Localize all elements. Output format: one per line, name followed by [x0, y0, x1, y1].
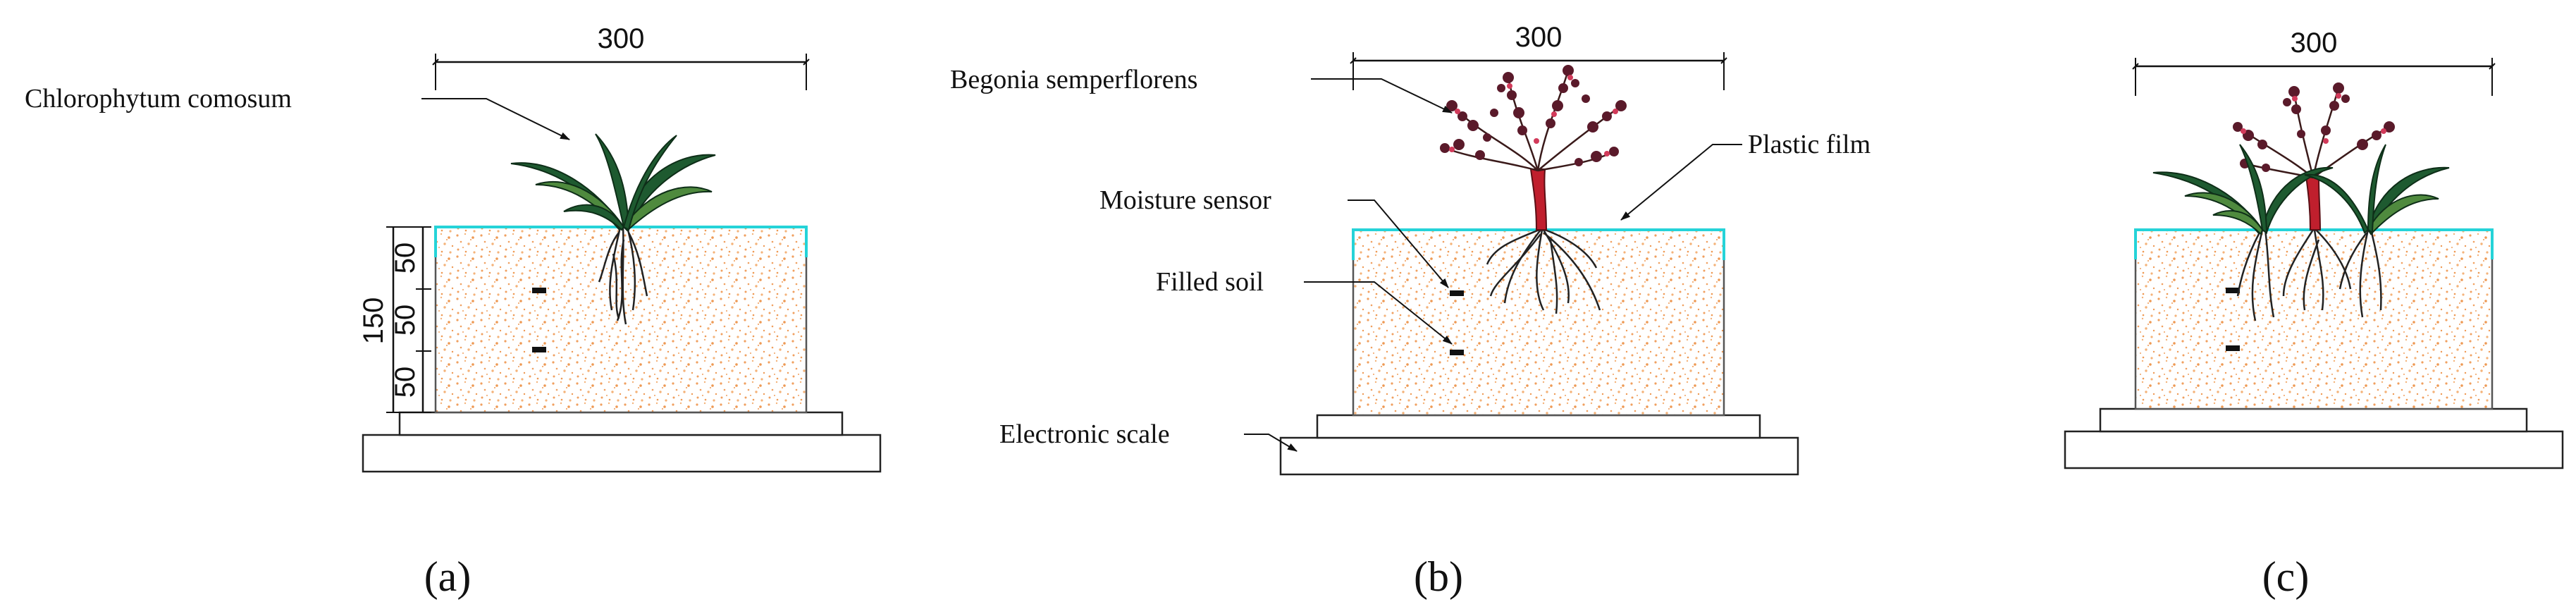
moisture-sensor-c1 — [2226, 288, 2240, 293]
roots-a — [598, 226, 648, 325]
begonia-branches-c — [2237, 87, 2390, 179]
begonia-blossoms-b — [1449, 75, 1618, 156]
electronic-scale-label: Electronic scale — [999, 419, 1170, 449]
layer-label-a2: 50 — [390, 305, 421, 336]
panel-a: 300 150 50 50 50 Chlorophytum comosum (a… — [25, 23, 882, 600]
filled-soil-label: Filled soil — [1156, 267, 1264, 297]
chlorophytum-plant-c-right — [2304, 144, 2450, 235]
moisture-sensor-a1 — [532, 288, 546, 293]
scale-bottom-b — [1279, 436, 1799, 476]
width-label-b: 300 — [1515, 22, 1563, 53]
roots-b — [1486, 228, 1601, 314]
height-dimension-a — [386, 226, 431, 413]
panel-b: 300 Begonia semperflorens Plastic film M… — [950, 22, 1871, 600]
electronic-scale-leader — [1244, 434, 1298, 452]
begonia-leader — [1311, 78, 1453, 113]
begonia-blossoms-c — [2241, 93, 2386, 144]
begonia-label: Begonia semperflorens — [950, 65, 1197, 94]
moisture-sensor-leader — [1348, 199, 1449, 288]
scale-bottom-c — [2064, 430, 2564, 469]
width-dimension-a — [432, 54, 810, 90]
caption-c: (c) — [2262, 553, 2310, 600]
caption-b: (b) — [1414, 553, 1463, 600]
moisture-sensor-label: Moisture sensor — [1099, 185, 1271, 215]
scale-top-a — [398, 411, 844, 436]
layer-label-a3: 50 — [390, 367, 421, 398]
moisture-sensor-b2 — [1450, 350, 1464, 355]
begonia-stem-b — [1529, 168, 1548, 231]
chlorophytum-label: Chlorophytum comosum — [25, 84, 292, 113]
moisture-sensor-c2 — [2226, 345, 2240, 351]
roots-c — [2236, 229, 2382, 321]
height-total-label-a: 150 — [358, 297, 389, 345]
layer-label-a1: 50 — [390, 242, 421, 274]
width-dimension-c — [2132, 58, 2496, 96]
scale-top-c — [2099, 407, 2528, 433]
plastic-film-label: Plastic film — [1748, 130, 1871, 159]
caption-a: (a) — [424, 553, 472, 600]
plastic-film-leader — [1620, 144, 1742, 221]
filled-soil-leader — [1304, 281, 1453, 345]
width-dimension-b — [1350, 52, 1727, 90]
chlorophytum-plant-c-left — [2152, 144, 2334, 235]
chlorophytum-plant-a — [510, 133, 716, 232]
begonia-flowers-c — [2233, 82, 2395, 172]
panel-c: 300 (c) — [2064, 27, 2564, 600]
scale-bottom-a — [362, 434, 882, 473]
width-label-c: 300 — [2291, 27, 2338, 59]
moisture-sensor-a2 — [532, 347, 546, 352]
scale-top-b — [1316, 414, 1761, 439]
width-label-a: 300 — [598, 23, 645, 54]
moisture-sensor-b1 — [1450, 290, 1464, 296]
begonia-flowers-b — [1440, 65, 1627, 166]
soil-box-b — [1352, 228, 1725, 417]
soil-box-c — [2134, 228, 2494, 410]
begonia-stem-c — [2305, 176, 2322, 231]
chlorophytum-leader — [421, 98, 570, 140]
